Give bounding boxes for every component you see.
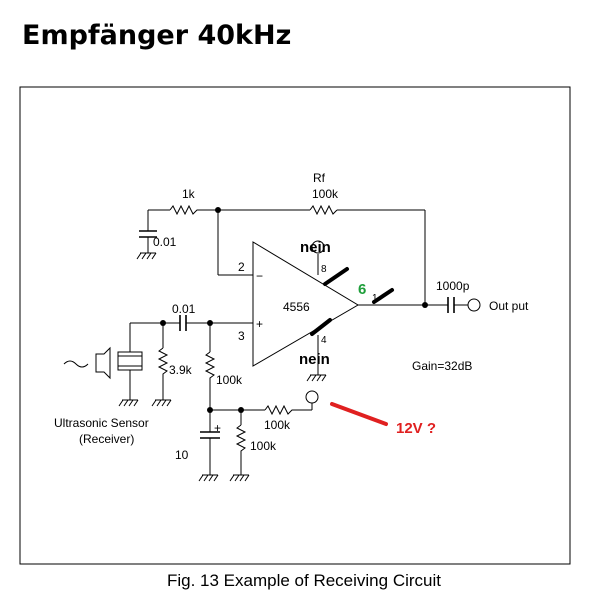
junction-dot <box>422 302 428 308</box>
output-terminal <box>467 298 481 312</box>
label-minus-sign: − <box>256 269 263 283</box>
speaker-icon <box>95 346 111 380</box>
label-rf-value: 100k <box>312 187 339 201</box>
label-pin-1: 1 <box>372 293 378 304</box>
strike-mark-pin4 <box>310 318 332 336</box>
label-r-bias-upper: 100k <box>216 373 243 387</box>
label-c-out: 1000p <box>436 279 470 293</box>
label-sensor-line2: (Receiver) <box>79 432 134 446</box>
label-rf-name: Rf <box>313 171 326 185</box>
label-c-input: 0.01 <box>172 302 196 316</box>
annotation-supply-question: 12V ? <box>396 420 436 437</box>
opamp-4556 <box>252 241 359 367</box>
resistor-bias-lower <box>235 424 247 475</box>
label-pin-noninv: 3 <box>238 329 245 343</box>
resistor-3k9 <box>157 347 169 400</box>
label-opamp: 4556 <box>283 300 310 314</box>
label-gain: Gain=32dB <box>412 359 472 373</box>
strike-mark-pin8 <box>323 267 349 286</box>
figure-caption: Fig. 13 Example of Receiving Circuit <box>166 571 441 590</box>
strike-mark-pin6 <box>372 288 394 304</box>
pin8-terminal <box>311 240 325 254</box>
resistor-supply <box>264 404 312 416</box>
junction-dot <box>215 207 221 213</box>
diagram-frame <box>19 86 571 565</box>
annotation-nein-top: nein <box>300 239 331 256</box>
label-r-shunt: 3.9k <box>169 363 193 377</box>
junction-dot <box>160 320 166 326</box>
label-c-bias: 10 <box>175 448 189 462</box>
page-title: Empfänger 40kHz <box>22 20 292 51</box>
label-pin-4: 4 <box>321 335 327 346</box>
red-arrow-line <box>330 402 388 426</box>
resistor-1k <box>169 204 218 216</box>
junction-dot <box>207 407 213 413</box>
label-out: Out put <box>489 299 529 313</box>
label-sensor-line1: Ultrasonic Sensor <box>54 416 149 430</box>
label-c-bias-plus: + <box>214 421 221 435</box>
label-r-bias-lower: 100k <box>250 439 277 453</box>
resistor-rf <box>309 204 338 216</box>
label-c-top: 0.01 <box>153 235 177 249</box>
ultrasonic-sensor <box>117 351 143 371</box>
annotation-nein-bottom: nein <box>299 351 330 368</box>
junction-dot <box>238 407 244 413</box>
junction-dot <box>207 320 213 326</box>
annotation-pin-six: 6 <box>358 281 366 298</box>
resistor-bias-upper <box>204 351 216 410</box>
label-r-input: 1k <box>182 187 196 201</box>
label-pin-8: 8 <box>321 264 327 275</box>
supply-terminal <box>305 390 319 404</box>
label-plus-sign: + <box>256 317 263 331</box>
label-r-supply: 100k <box>264 418 291 432</box>
label-pin-inv: 2 <box>238 260 245 274</box>
